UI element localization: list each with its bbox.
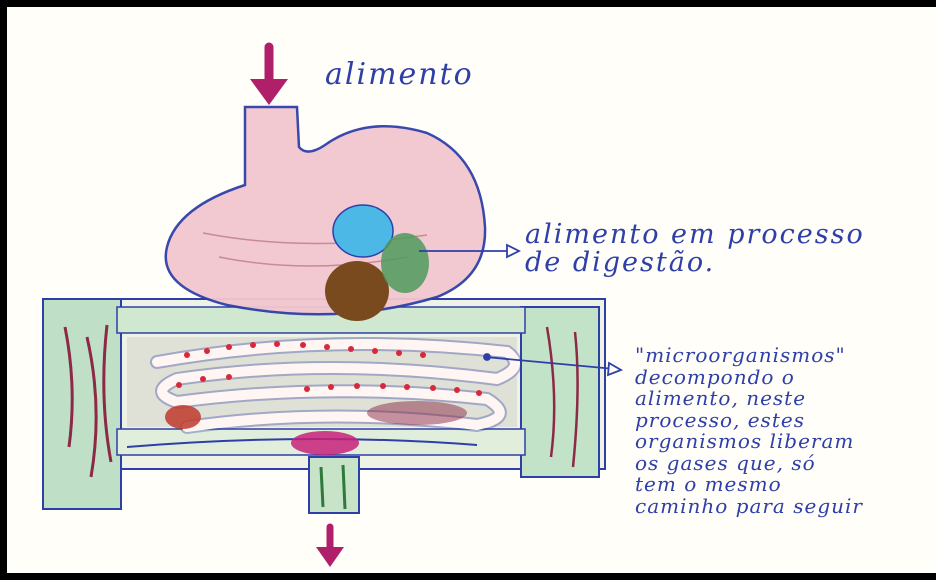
microorganisms-label: "microorganismos" decompondo o alimento,… [635, 345, 863, 517]
stomach [166, 107, 485, 314]
digestion-label: alimento em processo de digestão. [525, 221, 865, 277]
rectum-tube [309, 457, 359, 513]
food-label: alimento [325, 57, 474, 92]
food-in-arrow [250, 47, 288, 105]
gas-out-arrow [316, 527, 344, 567]
